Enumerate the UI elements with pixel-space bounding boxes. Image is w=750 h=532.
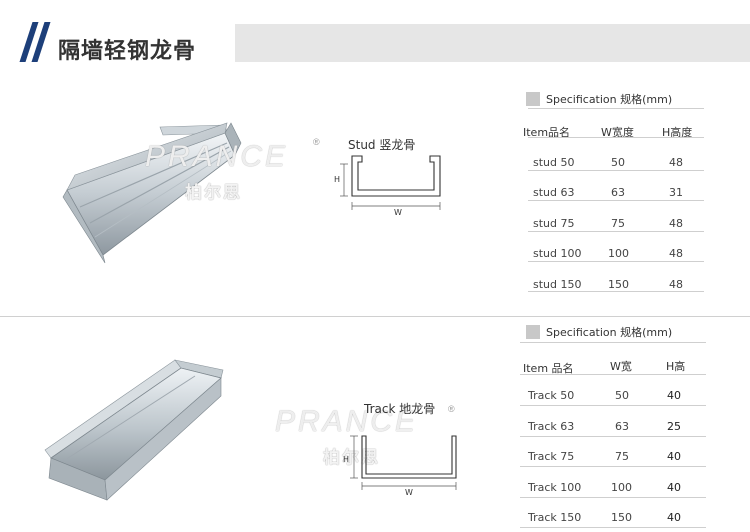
brand-watermark: PRANCE <box>145 140 289 173</box>
stud-profile-illustration <box>62 122 242 264</box>
divider <box>528 170 704 171</box>
track-row-w: 75 <box>615 450 629 463</box>
track-row-w: 63 <box>615 420 629 433</box>
stud-spec-header: Specification 规格(mm) <box>526 91 672 107</box>
stud-row-item: stud 100 <box>533 247 582 260</box>
stud-col-w: W宽度 <box>601 126 634 139</box>
stud-spec-title: Specification 规格(mm) <box>546 93 673 106</box>
track-row-h: 25 <box>667 420 681 433</box>
track-row-w: 150 <box>611 511 632 524</box>
track-row-item: Track 50 <box>528 389 575 402</box>
stud-row-w: 63 <box>611 186 625 199</box>
divider <box>528 137 704 138</box>
stud-diagram-title: Stud 竖龙骨 <box>348 138 416 152</box>
track-row-item: Track 75 <box>528 450 575 463</box>
track-col-item: Item 品名 <box>523 362 574 375</box>
title-bar <box>235 24 750 62</box>
square-icon <box>526 325 540 339</box>
divider <box>520 497 706 498</box>
track-w-label: W <box>405 488 413 497</box>
stud-row-h: 48 <box>669 156 683 169</box>
track-row-item: Track 150 <box>528 511 582 524</box>
track-profile-illustration <box>44 359 224 501</box>
divider <box>528 291 704 292</box>
stud-col-h: H高度 <box>662 126 693 139</box>
divider <box>528 261 704 262</box>
registered-mark: ® <box>448 404 455 414</box>
page-title: 隔墙轻钢龙骨 <box>58 39 197 64</box>
divider <box>520 466 706 467</box>
page-header: 隔墙轻钢龙骨 <box>0 0 750 70</box>
divider <box>520 342 706 343</box>
stud-row-w: 50 <box>611 156 625 169</box>
registered-mark: ® <box>313 137 320 147</box>
track-cross-section-diagram <box>350 435 457 490</box>
divider <box>528 231 704 232</box>
stud-row-h: 48 <box>669 247 683 260</box>
track-col-w: W宽 <box>610 360 632 373</box>
brand-watermark: PRANCE <box>275 405 419 438</box>
stud-row-h: 48 <box>669 217 683 230</box>
track-row-w: 100 <box>611 481 632 494</box>
divider <box>528 108 704 109</box>
stud-row-item: stud 75 <box>533 217 575 230</box>
stud-row-item: stud 50 <box>533 156 575 169</box>
stud-row-w: 150 <box>608 278 629 291</box>
track-row-h: 40 <box>667 450 681 463</box>
stud-h-label: H <box>334 175 341 184</box>
stud-row-h: 48 <box>669 278 683 291</box>
stud-col-item: Item品名 <box>523 126 571 139</box>
divider <box>520 527 706 528</box>
square-icon <box>526 92 540 106</box>
brand-watermark-cn: 柏尔思 <box>185 183 242 203</box>
stud-product-image: PRANCE 柏尔思 ® <box>45 95 325 265</box>
divider <box>520 405 706 406</box>
stud-row-h: 31 <box>669 186 683 199</box>
track-row-h: 40 <box>667 481 681 494</box>
track-row-item: Track 100 <box>528 481 582 494</box>
stud-row-w: 75 <box>611 217 625 230</box>
track-row-w: 50 <box>615 389 629 402</box>
section-divider <box>0 316 750 317</box>
track-h-label: H <box>343 455 350 464</box>
divider <box>528 200 704 201</box>
stud-row-item: stud 63 <box>533 186 575 199</box>
divider <box>520 374 706 375</box>
divider <box>520 436 706 437</box>
track-row-item: Track 63 <box>528 420 575 433</box>
stud-row-w: 100 <box>608 247 629 260</box>
track-spec-header: Specification 规格(mm) <box>526 324 672 340</box>
track-diagram-title: Track 地龙骨 <box>364 402 436 416</box>
brand-watermark-cn: 柏尔思 <box>323 448 380 468</box>
double-slash-icon <box>19 22 52 62</box>
stud-cross-section-diagram <box>340 155 441 210</box>
track-spec-title: Specification 规格(mm) <box>546 326 673 339</box>
track-col-h: H高 <box>666 360 686 373</box>
stud-row-item: stud 150 <box>533 278 582 291</box>
track-row-h: 40 <box>667 511 681 524</box>
track-product-image <box>35 340 235 510</box>
stud-w-label: W <box>394 208 402 217</box>
track-row-h: 40 <box>667 389 681 402</box>
